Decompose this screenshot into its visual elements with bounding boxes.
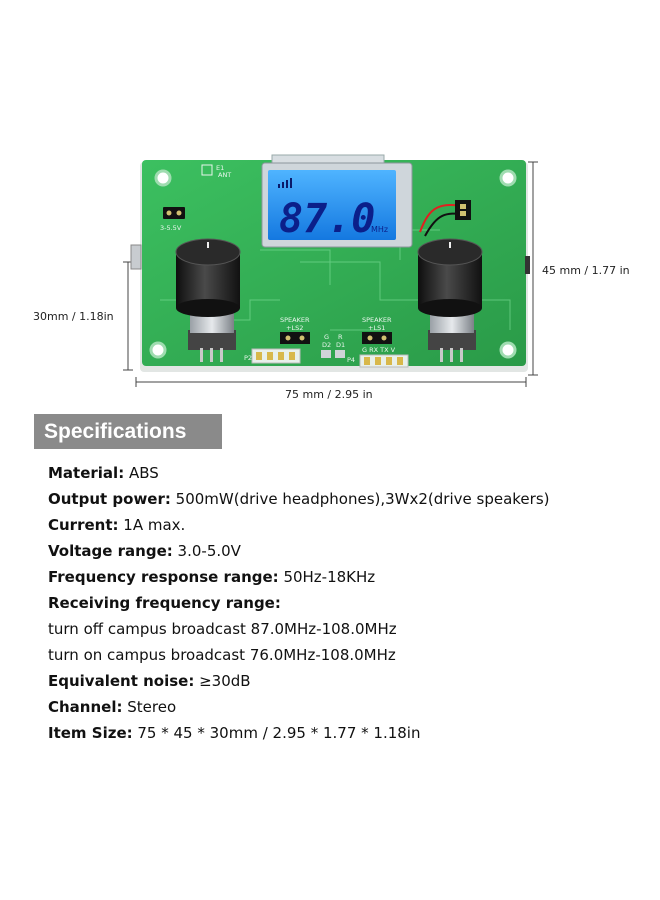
spec-key: Channel: bbox=[48, 698, 123, 716]
dimension-width-label: 75 mm / 2.95 in bbox=[285, 388, 373, 401]
label-p4: P4 bbox=[347, 356, 355, 364]
spec-row: Output power: 500mW(drive headphones),3W… bbox=[48, 486, 648, 512]
label-speaker-left: SPEAKER bbox=[280, 316, 310, 324]
spec-row: Item Size: 75 * 45 * 30mm / 2.95 * 1.77 … bbox=[48, 720, 648, 746]
lcd-unit: MHz bbox=[371, 225, 388, 234]
spec-row: Frequency response range: 50Hz-18KHz bbox=[48, 564, 648, 590]
headphone-jack bbox=[525, 256, 530, 274]
label-r: R bbox=[338, 333, 343, 341]
spec-key: Current: bbox=[48, 516, 119, 534]
antenna-wires bbox=[419, 200, 471, 237]
label-e1: E1 bbox=[216, 164, 224, 172]
lcd-display: 87.0 MHz bbox=[261, 154, 413, 248]
label-ant: ANT bbox=[218, 171, 231, 179]
lcd-frequency: 87.0 bbox=[279, 196, 375, 242]
spec-key: Voltage range: bbox=[48, 542, 173, 560]
spec-row: Material: ABS bbox=[48, 460, 648, 486]
spec-value: turn on campus broadcast 76.0MHz-108.0MH… bbox=[48, 646, 396, 664]
spec-key: Receiving frequency range: bbox=[48, 594, 281, 612]
label-speaker-right: SPEAKER bbox=[362, 316, 392, 324]
spec-row: Voltage range: 3.0-5.0V bbox=[48, 538, 648, 564]
spec-value: 50Hz-18KHz bbox=[278, 568, 376, 586]
tuning-knob bbox=[417, 238, 483, 362]
spec-value: 1A max. bbox=[118, 516, 186, 534]
spec-value: ABS bbox=[124, 464, 159, 482]
product-figure: E1 ANT 3-5.5V SPEAKER +LS2 SPEAKER +LS1 … bbox=[0, 0, 660, 410]
label-right-header: G RX TX V bbox=[362, 346, 396, 354]
mounting-holes bbox=[149, 169, 517, 359]
spec-value: 75 * 45 * 30mm / 2.95 * 1.77 * 1.18in bbox=[132, 724, 421, 742]
speaker-terminals bbox=[280, 332, 392, 344]
label-power: 3-5.5V bbox=[160, 224, 182, 232]
spec-key: Material: bbox=[48, 464, 125, 482]
label-ls1: +LS1 bbox=[368, 324, 385, 332]
spec-key: Frequency response range: bbox=[48, 568, 279, 586]
spec-row: turn on campus broadcast 76.0MHz-108.0MH… bbox=[48, 642, 648, 668]
power-jack bbox=[130, 244, 142, 270]
spec-row: Receiving frequency range: bbox=[48, 590, 648, 616]
signal-icon bbox=[278, 178, 292, 188]
label-g: G bbox=[324, 333, 329, 341]
header-pins bbox=[251, 348, 409, 368]
dimension-height-label: 45 mm / 1.77 in bbox=[542, 264, 630, 277]
label-d2: D2 bbox=[322, 341, 331, 349]
spec-value: ≥30dB bbox=[194, 672, 251, 690]
specifications-list: Material: ABS Output power: 500mW(drive … bbox=[48, 460, 648, 746]
volume-knob bbox=[175, 238, 241, 362]
fm-module-illustration: E1 ANT 3-5.5V SPEAKER +LS2 SPEAKER +LS1 … bbox=[123, 154, 538, 387]
spec-value: 500mW(drive headphones),3Wx2(drive speak… bbox=[170, 490, 550, 508]
spec-value: turn off campus broadcast 87.0MHz-108.0M… bbox=[48, 620, 397, 638]
spec-value: 3.0-5.0V bbox=[172, 542, 241, 560]
dimension-thickness-label: 30mm / 1.18in bbox=[33, 310, 114, 323]
label-p2: P2 bbox=[244, 354, 252, 362]
spec-row: Equivalent noise: ≥30dB bbox=[48, 668, 648, 694]
spec-key: Output power: bbox=[48, 490, 171, 508]
spec-key: Item Size: bbox=[48, 724, 133, 742]
spec-row: Current: 1A max. bbox=[48, 512, 648, 538]
specifications-heading: Specifications bbox=[34, 414, 222, 449]
dimension-lines bbox=[123, 161, 538, 387]
spec-row: Channel: Stereo bbox=[48, 694, 648, 720]
spec-value: Stereo bbox=[122, 698, 177, 716]
label-ls2: +LS2 bbox=[286, 324, 303, 332]
silkscreen-labels: E1 ANT 3-5.5V SPEAKER +LS2 SPEAKER +LS1 … bbox=[160, 164, 396, 364]
label-d1: D1 bbox=[336, 341, 345, 349]
spec-key: Equivalent noise: bbox=[48, 672, 195, 690]
spec-row: turn off campus broadcast 87.0MHz-108.0M… bbox=[48, 616, 648, 642]
